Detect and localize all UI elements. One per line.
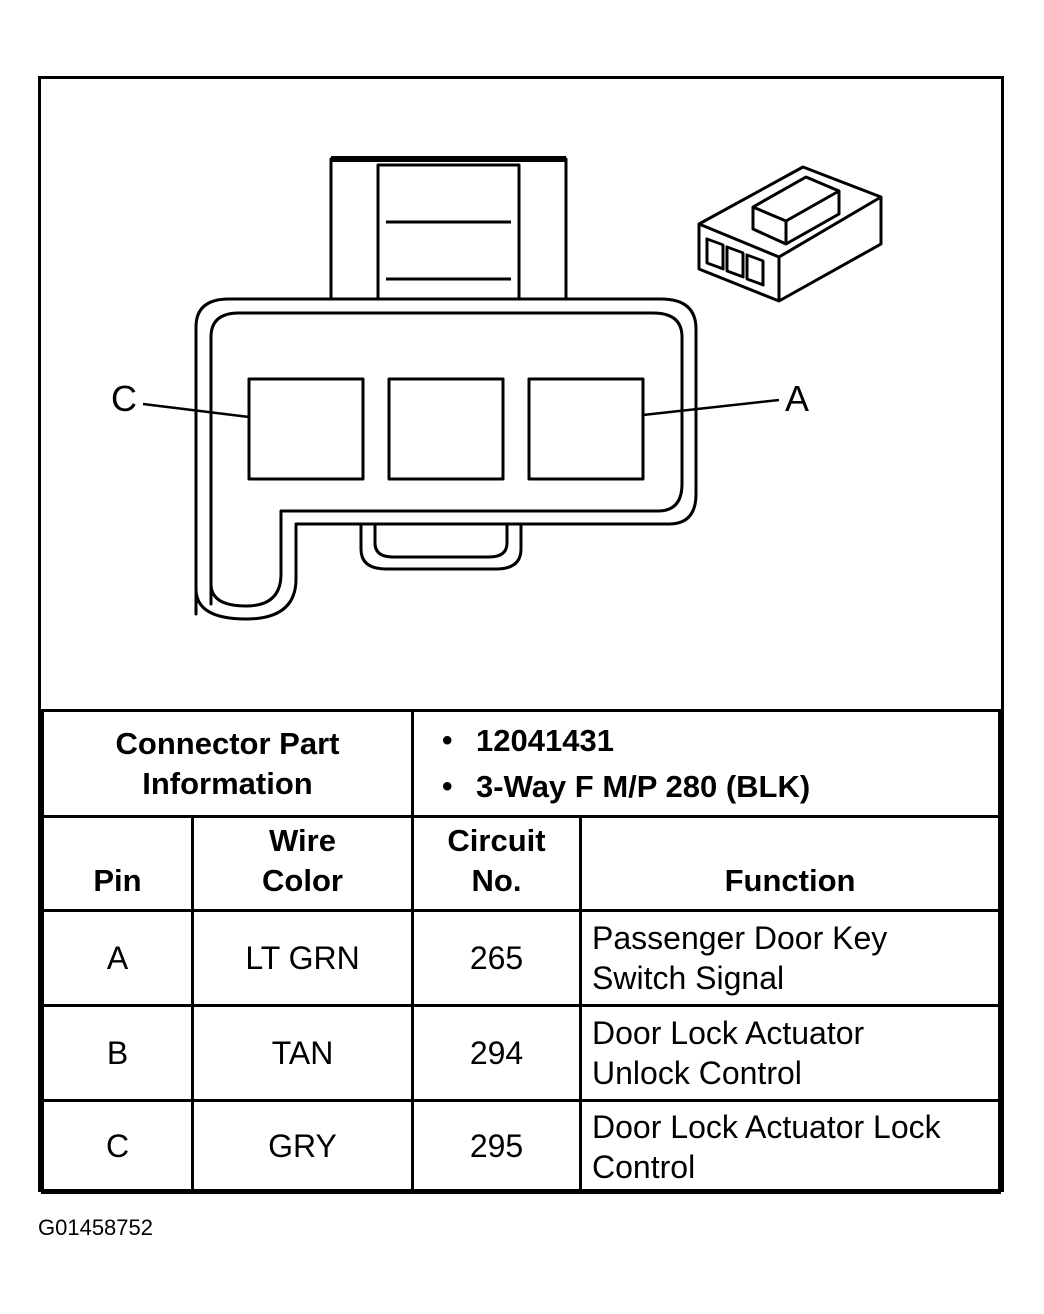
wire-color-cell: LT GRN bbox=[190, 909, 415, 1007]
connector-diagram: C A bbox=[41, 79, 1001, 709]
part-number: 12041431 bbox=[442, 718, 988, 764]
pin-label-a: A bbox=[785, 378, 809, 419]
pin-cavity-a bbox=[527, 377, 645, 481]
pin-label-c: C bbox=[111, 378, 137, 419]
connector-body-outer bbox=[194, 297, 698, 621]
figure-id: G01458752 bbox=[38, 1215, 153, 1240]
bottom-lock-tab bbox=[359, 524, 523, 571]
circuit-no-cell: 265 bbox=[411, 909, 583, 1007]
function-cell: Door Lock Actuator Unlock Control bbox=[579, 1004, 1001, 1102]
connector-isometric-icon bbox=[697, 165, 883, 303]
connector-body-inner bbox=[209, 311, 684, 608]
header-circuit-no: Circuit No. bbox=[411, 815, 583, 912]
connector-part-label: Connector Part Information bbox=[40, 709, 415, 818]
connector-part-values: 12041431 3-Way F M/P 280 (BLK) bbox=[411, 709, 1001, 818]
function-cell: Passenger Door Key Switch Signal bbox=[579, 909, 1001, 1007]
part-description: 3-Way F M/P 280 (BLK) bbox=[442, 764, 988, 810]
connector-figure-frame: C A Connector Part Information bbox=[38, 76, 1004, 1194]
header-function: Function bbox=[579, 815, 1001, 912]
connector-info-table: Connector Part Information 12041431 3-Wa… bbox=[40, 709, 1001, 1194]
table-row: A LT GRN 265 Passenger Door Key Switch S… bbox=[41, 909, 1001, 1007]
circuit-no-cell: 295 bbox=[411, 1099, 583, 1194]
pin-cell: A bbox=[41, 909, 194, 1007]
wire-color-cell: TAN bbox=[190, 1004, 415, 1102]
circuit-no-cell: 294 bbox=[411, 1004, 583, 1102]
table-header-row: Pin Wire Color Circuit No. Function bbox=[41, 815, 1001, 912]
pin-cavity-c bbox=[247, 377, 365, 481]
pin-cell: C bbox=[41, 1099, 194, 1194]
connector-part-row: Connector Part Information 12041431 3-Wa… bbox=[40, 709, 1001, 818]
wire-color-cell: GRY bbox=[190, 1099, 415, 1194]
table-row: C GRY 295 Door Lock Actuator Lock Contro… bbox=[41, 1099, 1001, 1194]
top-latch bbox=[329, 156, 568, 301]
header-wire-color: Wire Color bbox=[190, 815, 415, 912]
pin-cavity-b bbox=[387, 377, 505, 481]
connector-face-drawing: C A bbox=[111, 156, 883, 621]
pin-cell: B bbox=[41, 1004, 194, 1102]
table-row: B TAN 294 Door Lock Actuator Unlock Cont… bbox=[41, 1004, 1001, 1102]
function-cell: Door Lock Actuator Lock Control bbox=[579, 1099, 1001, 1194]
header-pin: Pin bbox=[41, 815, 194, 912]
